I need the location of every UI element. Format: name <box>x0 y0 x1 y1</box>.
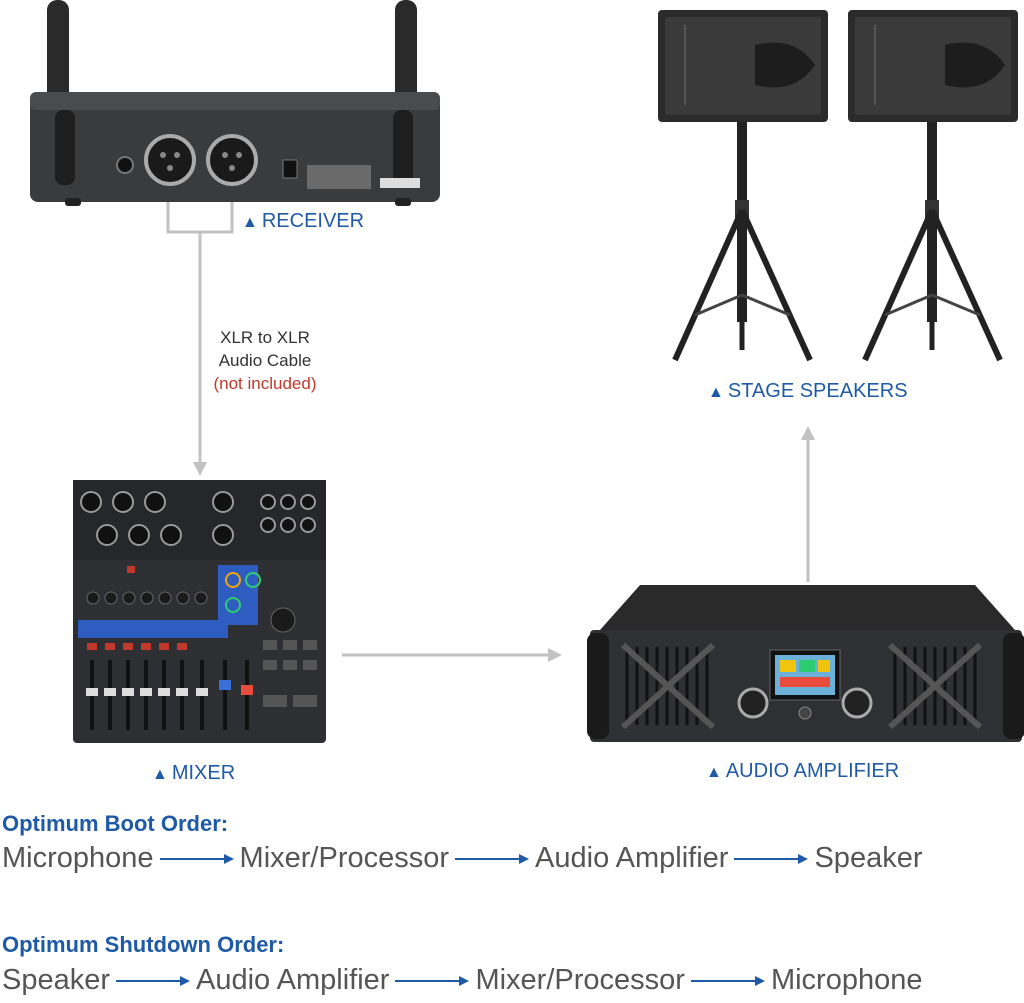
shutdown-order-heading: Optimum Shutdown Order: <box>2 932 285 957</box>
shutdown-step-4: Microphone <box>770 964 923 996</box>
triangle-icon: ▲ <box>242 214 258 231</box>
triangle-icon: ▲ <box>706 764 722 781</box>
boot-order-flow: Microphone Mixer/Processor Audio Amplifi… <box>2 842 922 875</box>
cable-description: XLR to XLR Audio Cable (not included) <box>195 326 335 395</box>
triangle-icon: ▲ <box>152 766 168 783</box>
triangle-icon: ▲ <box>708 384 724 401</box>
stage-speakers-image <box>658 5 1020 370</box>
stage-speakers-label: ▲STAGE SPEAKERS <box>708 380 908 403</box>
receiver-label: ▲RECEIVER <box>242 210 364 233</box>
cable-line-1: XLR to XLR <box>220 328 310 347</box>
arrow-right-icon <box>395 974 470 988</box>
shutdown-step-1: Speaker <box>2 964 111 996</box>
boot-step-1: Microphone <box>2 842 154 874</box>
receiver-image <box>30 0 440 206</box>
boot-step-2: Mixer/Processor <box>239 842 450 874</box>
audio-amplifier-label: ▲AUDIO AMPLIFIER <box>706 760 899 783</box>
arrow-right-icon <box>455 852 530 866</box>
cable-note: (not included) <box>213 374 317 393</box>
amplifier-image <box>587 585 1024 742</box>
boot-step-3: Audio Amplifier <box>535 842 729 874</box>
boot-step-4: Speaker <box>814 842 923 874</box>
receiver-label-text: RECEIVER <box>261 210 365 232</box>
cable-line-2: Audio Cable <box>218 351 312 370</box>
arrow-right-icon <box>690 974 765 988</box>
mixer-image <box>73 480 326 743</box>
boot-order-heading: Optimum Boot Order: <box>2 811 229 836</box>
arrow-right-icon <box>734 852 809 866</box>
shutdown-order-flow: Speaker Audio Amplifier Mixer/Processor … <box>2 964 922 997</box>
audio-amplifier-label-text: AUDIO AMPLIFIER <box>725 760 900 782</box>
mixer-label: ▲MIXER <box>152 762 235 785</box>
shutdown-step-3: Mixer/Processor <box>475 964 685 996</box>
mixer-label-text: MIXER <box>171 762 236 784</box>
arrow-right-icon <box>116 974 191 988</box>
shutdown-step-2: Audio Amplifier <box>196 964 390 996</box>
arrow-right-icon <box>159 852 234 866</box>
stage-speakers-label-text: STAGE SPEAKERS <box>727 380 908 402</box>
